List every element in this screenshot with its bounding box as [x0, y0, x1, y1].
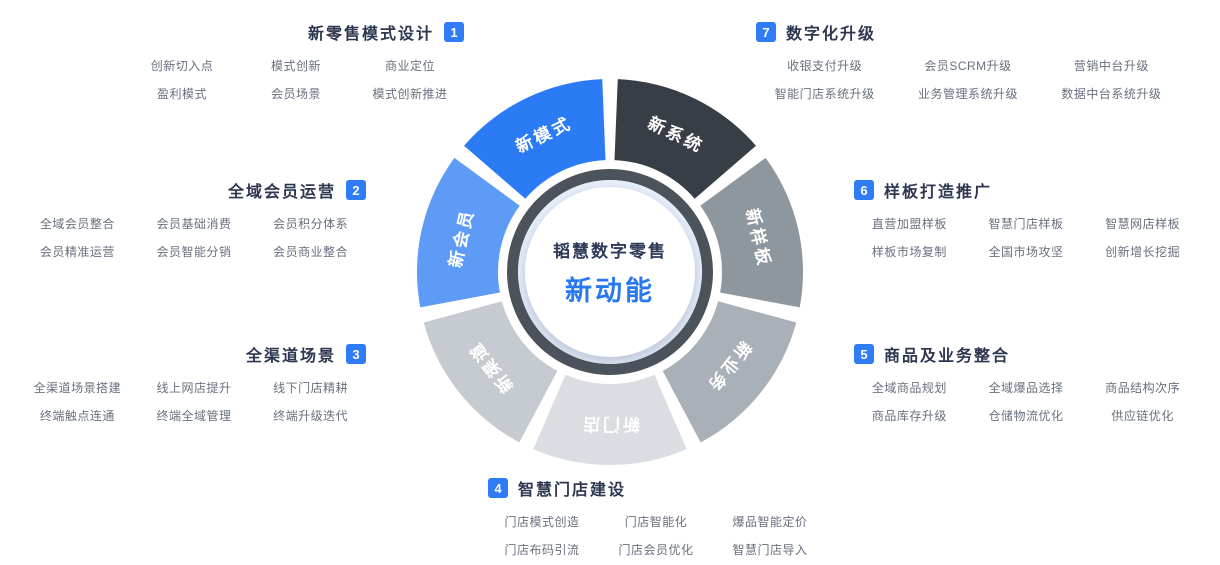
section-3-title: 全渠道场景	[245, 348, 336, 365]
list-item: 直营加盟样板	[871, 217, 947, 231]
section-2-title: 全域会员运营	[227, 184, 336, 201]
section-6-items: 直营加盟样板 智慧门店样板 智慧网店样板 样板市场复制 全国市场攻坚 创新增长挖…	[854, 215, 1198, 260]
section-template-promotion: 6 样板打造推广 直营加盟样板 智慧门店样板 智慧网店样板 样板市场复制 全国市…	[854, 178, 1198, 260]
list-item: 供应链优化	[1111, 409, 1174, 423]
list-item: 全域商品规划	[871, 381, 947, 395]
list-item: 商品库存升级	[871, 409, 947, 423]
list-item: 会员场景	[270, 87, 321, 101]
section-1-header: 新零售模式设计 1	[128, 20, 464, 44]
section-7-title: 数字化升级	[786, 26, 877, 43]
section-2-items: 全域会员整合 会员基础消费 会员积分体系 会员精准运营 会员智能分销 会员商业整…	[22, 215, 366, 260]
section-4-items: 门店模式创造 门店智能化 爆品智能定价 门店布码引流 门店会员优化 智慧门店导入	[488, 513, 824, 558]
list-item: 盈利模式	[156, 87, 207, 101]
list-item: 全域爆品选择	[988, 381, 1064, 395]
list-item: 会员智能分销	[156, 245, 232, 259]
list-item: 模式创新推进	[372, 87, 448, 101]
section-4-header: 4 智慧门店建设	[488, 476, 824, 500]
list-item: 创新增长挖掘	[1105, 245, 1181, 259]
section-4-title: 智慧门店建设	[518, 482, 627, 499]
section-3-header: 全渠道场景 3	[22, 342, 366, 366]
section-new-retail-model-design: 新零售模式设计 1 创新切入点 模式创新 商业定位 盈利模式 会员场景 模式创新…	[128, 20, 464, 102]
section-member-operation: 全域会员运营 2 全域会员整合 会员基础消费 会员积分体系 会员精准运营 会员智…	[22, 178, 366, 260]
wheel-segment-2	[700, 157, 803, 308]
list-item: 收银支付升级	[787, 59, 863, 73]
list-item: 全渠道场景搭建	[33, 381, 122, 395]
list-item: 爆品智能定价	[732, 515, 808, 529]
list-item: 商品结构次序	[1105, 381, 1181, 395]
list-item: 智能门店系统升级	[774, 87, 875, 101]
section-2-header: 全域会员运营 2	[22, 178, 366, 202]
list-item: 门店布码引流	[504, 543, 580, 557]
list-item: 会员积分体系	[273, 217, 349, 231]
wheel-segment-6	[417, 157, 520, 308]
section-omni-channel-scene: 全渠道场景 3 全渠道场景搭建 线上网店提升 线下门店精耕 终端触点连通 终端全…	[22, 342, 366, 424]
list-item: 门店智能化	[624, 515, 688, 529]
list-item: 创新切入点	[150, 59, 214, 73]
list-item: 终端升级迭代	[273, 409, 349, 423]
momentum-wheel-wrap: 新系统新样板新业务新门店新渠道新会员新模式 韬慧数字零售 新动能	[408, 70, 812, 474]
list-item: 终端全域管理	[156, 409, 232, 423]
section-2-number-badge: 2	[346, 180, 366, 200]
section-1-items: 创新切入点 模式创新 商业定位 盈利模式 会员场景 模式创新推进	[128, 57, 464, 102]
wheel-segment-7	[464, 79, 606, 199]
list-item: 线上网店提升	[156, 381, 232, 395]
list-item: 智慧门店导入	[732, 543, 808, 557]
section-7-number-badge: 7	[756, 22, 776, 42]
list-item: 智慧网店样板	[1105, 217, 1181, 231]
wheel-center-disc	[525, 187, 695, 357]
section-digital-upgrade: 7 数字化升级 收银支付升级 会员SCRM升级 营销中台升级 智能门店系统升级 …	[756, 20, 1180, 102]
list-item: 门店模式创造	[504, 515, 580, 529]
list-item: 商业定位	[384, 59, 435, 73]
wheel-segment-5	[423, 301, 558, 443]
section-6-header: 6 样板打造推广	[854, 178, 1198, 202]
section-5-number-badge: 5	[854, 344, 874, 364]
list-item: 终端触点连通	[39, 409, 115, 423]
list-item: 智慧门店样板	[988, 217, 1064, 231]
list-item: 全国市场攻坚	[988, 245, 1064, 259]
section-5-title: 商品及业务整合	[884, 348, 1011, 365]
wheel-segment-3	[662, 301, 797, 443]
section-3-number-badge: 3	[346, 344, 366, 364]
list-item: 业务管理系统升级	[917, 87, 1018, 101]
wheel-inner-ring	[507, 169, 713, 375]
section-1-title: 新零售模式设计	[307, 26, 434, 43]
wheel-segment-4	[533, 374, 687, 466]
list-item: 样板市场复制	[871, 245, 947, 259]
section-6-number-badge: 6	[854, 180, 874, 200]
list-item: 仓储物流优化	[988, 409, 1064, 423]
section-7-header: 7 数字化升级	[756, 20, 1180, 44]
list-item: 门店会员优化	[618, 543, 694, 557]
section-5-items: 全域商品规划 全域爆品选择 商品结构次序 商品库存升级 仓储物流优化 供应链优化	[854, 379, 1198, 424]
section-6-title: 样板打造推广	[884, 184, 993, 201]
section-goods-business-integration: 5 商品及业务整合 全域商品规划 全域爆品选择 商品结构次序 商品库存升级 仓储…	[854, 342, 1198, 424]
section-smart-store-construction: 4 智慧门店建设 门店模式创造 门店智能化 爆品智能定价 门店布码引流 门店会员…	[488, 476, 824, 558]
list-item: 全域会员整合	[39, 217, 115, 231]
section-4-number-badge: 4	[488, 478, 508, 498]
list-item: 模式创新	[270, 59, 321, 73]
wheel-segment-1	[614, 79, 756, 199]
list-item: 营销中台升级	[1073, 59, 1149, 73]
list-item: 数据中台系统升级	[1061, 87, 1162, 101]
section-3-items: 全渠道场景搭建 线上网店提升 线下门店精耕 终端触点连通 终端全域管理 终端升级…	[22, 379, 366, 424]
section-5-header: 5 商品及业务整合	[854, 342, 1198, 366]
list-item: 会员基础消费	[156, 217, 232, 231]
list-item: 会员精准运营	[39, 245, 115, 259]
list-item: 线下门店精耕	[273, 381, 349, 395]
section-1-number-badge: 1	[444, 22, 464, 42]
list-item: 会员商业整合	[273, 245, 349, 259]
list-item: 会员SCRM升级	[924, 59, 1012, 73]
wheel-segment-label: 新门店	[580, 415, 640, 435]
section-7-items: 收银支付升级 会员SCRM升级 营销中台升级 智能门店系统升级 业务管理系统升级…	[756, 57, 1180, 102]
